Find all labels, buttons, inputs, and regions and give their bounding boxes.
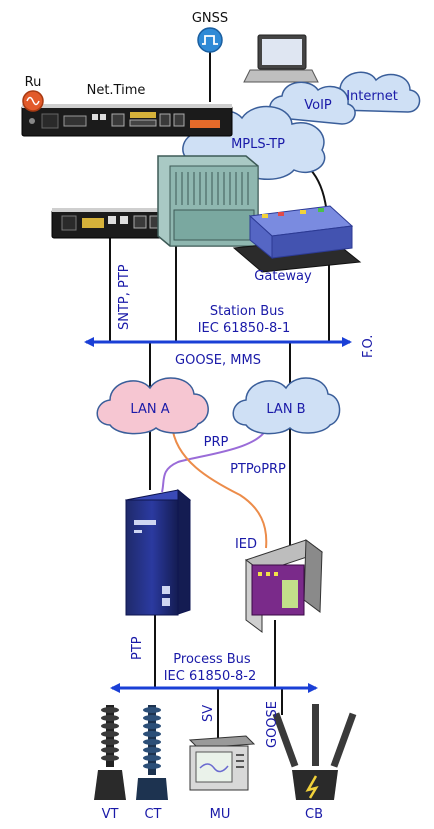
lan-a-label: LAN A bbox=[130, 402, 169, 417]
lan-a-cloud-icon bbox=[96, 377, 209, 435]
lan-b-label: LAN B bbox=[266, 402, 305, 417]
vt-insulator-icon bbox=[94, 705, 126, 800]
ct-insulator-icon bbox=[136, 705, 168, 800]
cb-label: CB bbox=[305, 807, 323, 822]
ru-icon bbox=[22, 90, 44, 112]
nettime-label: Net.Time bbox=[87, 83, 146, 98]
chassis-server bbox=[157, 155, 259, 247]
goose-mms-label: GOOSE, MMS bbox=[175, 353, 261, 368]
ied-label: IED bbox=[235, 537, 257, 552]
mu-merging-unit bbox=[188, 735, 256, 791]
ct-label: CT bbox=[144, 807, 161, 822]
voip-cloud-icon bbox=[269, 81, 356, 125]
gnss-label: GNSS bbox=[192, 11, 228, 26]
ptpoprp-link bbox=[171, 424, 268, 549]
laptop-icon bbox=[243, 34, 319, 83]
prp-label: PRP bbox=[204, 435, 229, 450]
station-bus-std-label: IEC 61850-8-1 bbox=[198, 321, 291, 336]
station-bus-label: Station Bus bbox=[210, 304, 285, 319]
ied-device bbox=[244, 539, 324, 633]
process-bus-label: Process Bus bbox=[173, 652, 251, 667]
mpls-tp-label: MPLS-TP bbox=[231, 137, 285, 152]
gateway-device bbox=[232, 205, 362, 273]
prp-rack-device bbox=[124, 488, 192, 616]
nettime-rack-unit bbox=[21, 104, 233, 137]
internet-label: Internet bbox=[346, 89, 398, 104]
mu-label: MU bbox=[210, 807, 231, 822]
sv-label: SV bbox=[201, 705, 216, 722]
connection-lines bbox=[109, 42, 331, 740]
cb-breaker-icon bbox=[272, 704, 357, 800]
ru-label: Ru bbox=[25, 75, 42, 90]
ptpoprp-label: PTPoPRP bbox=[230, 462, 286, 477]
gateway-label: Gateway bbox=[254, 269, 312, 284]
gnss-clock-icon bbox=[197, 27, 223, 53]
process-bus-std-label: IEC 61850-8-2 bbox=[164, 669, 257, 684]
switch-rack-unit bbox=[51, 208, 169, 239]
vt-label: VT bbox=[102, 807, 119, 822]
fo-label: F.O. bbox=[361, 335, 376, 358]
goose-label: GOOSE bbox=[265, 701, 280, 748]
lan-b-cloud-icon bbox=[232, 377, 341, 435]
sntp-ptp-label: SNTP, PTP bbox=[117, 264, 132, 330]
voip-label: VoIP bbox=[304, 98, 332, 113]
prp-link bbox=[161, 424, 269, 493]
ptp-label: PTP bbox=[130, 636, 145, 660]
